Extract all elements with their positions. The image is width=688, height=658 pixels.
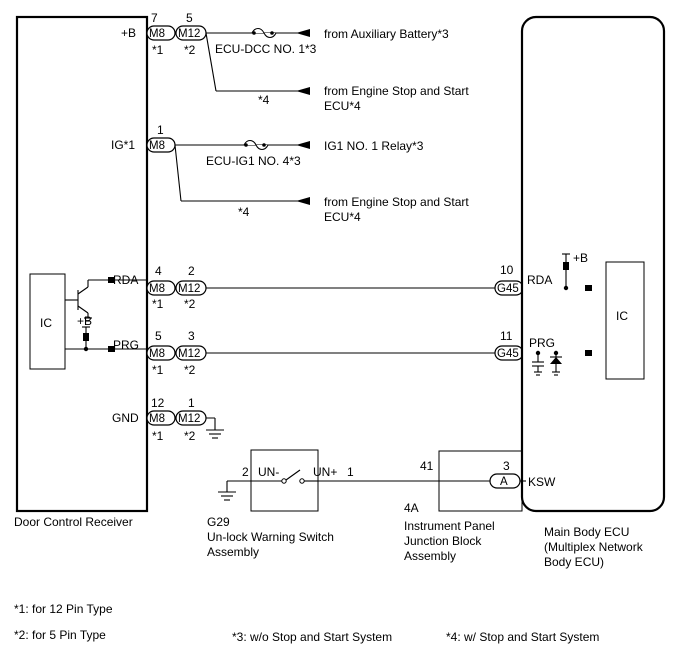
receiver-terminal-ig: IG*1 [111, 138, 135, 152]
conn-prg-m12: M12 [178, 348, 200, 360]
receiver-terminal-gnd: GND [112, 411, 139, 425]
pin-prg-m8: 5 [155, 329, 162, 343]
ecu-pin-prg: 11 [500, 329, 513, 343]
conn-rda-m12: M12 [178, 283, 200, 295]
door-control-receiver-box [15, 15, 149, 513]
ecu-ic-label: IC [616, 309, 628, 323]
pin-b-m12: 5 [186, 11, 193, 25]
junction-block-name1: Instrument Panel [404, 519, 495, 533]
receiver-terminal-prg: PRG [113, 338, 139, 352]
receiver-transistor [65, 279, 147, 322]
ecu-pin-rda: 10 [500, 263, 514, 277]
switch-code: G29 [207, 515, 230, 529]
note-prg-m8: *1 [152, 363, 164, 377]
junction-block-pin: 41 [420, 459, 434, 473]
source-engine1-line2: ECU*4 [324, 99, 361, 113]
pin-gnd-m12: 1 [188, 396, 195, 410]
switch-pin-minus: 2 [242, 465, 249, 479]
receiver-terminal-b: +B [121, 26, 136, 40]
ecu-terminal-prg: PRG [529, 336, 555, 350]
ecu-conn-rda: G45 [497, 283, 519, 295]
ecu-pin-ksw: 3 [503, 459, 510, 473]
rda-wire [146, 280, 605, 296]
pin-gnd-m8: 12 [151, 396, 165, 410]
conn-rda-m8: M8 [149, 283, 165, 295]
note-prg-m12: *2 [184, 363, 196, 377]
gnd-wire [146, 410, 224, 439]
ecu-name-line3: Body ECU) [544, 555, 604, 569]
ksw-wire [318, 473, 526, 489]
footnote-2: *2: for 5 Pin Type [14, 628, 106, 642]
fuse-ecu-ig1: ECU-IG1 NO. 4*3 [206, 154, 301, 168]
footnote-3: *3: w/o Stop and Start System [232, 630, 392, 644]
switch-contact [218, 469, 318, 501]
junction-block-name3: Assembly [404, 549, 456, 563]
receiver-prg-pullup [65, 326, 147, 352]
source-ig1-relay: IG1 NO. 1 Relay*3 [324, 139, 424, 153]
switch-term-plus: UN+ [313, 465, 337, 479]
note-b-m12: *2 [184, 43, 196, 57]
ecu-terminal-rda: RDA [527, 273, 552, 287]
ecu-name-line1: Main Body ECU [544, 525, 629, 539]
switch-pin-plus: 1 [347, 465, 354, 479]
conn-b-m12: M12 [178, 28, 200, 40]
pin-prg-m12: 3 [188, 329, 195, 343]
source-engine2-line1: from Engine Stop and Start [324, 195, 469, 209]
footnote-1: *1: for 12 Pin Type [14, 602, 113, 616]
receiver-ic-box [29, 273, 66, 370]
ecu-rda-pullup [562, 253, 592, 291]
junction-block-code: 4A [404, 501, 419, 515]
conn-prg-m8: M8 [149, 348, 165, 360]
ecu-conn-ksw: A [500, 476, 508, 488]
conn-gnd-m8: M8 [149, 413, 165, 425]
main-body-ecu-box [520, 15, 666, 513]
receiver-rda-resistor [108, 277, 115, 283]
source-aux-battery: from Auxiliary Battery*3 [324, 27, 449, 41]
note-engine2: *4 [238, 205, 250, 219]
ecu-name-line2: (Multiplex Network [544, 540, 644, 554]
switch-name1: Un-lock Warning Switch [207, 530, 334, 544]
source-engine2-line2: ECU*4 [324, 210, 361, 224]
footnote-4: *4: w/ Stop and Start System [446, 630, 599, 644]
ecu-internal-b: +B [573, 251, 588, 265]
pin-b-m8: 7 [151, 11, 158, 25]
source-engine1-line1: from Engine Stop and Start [324, 84, 469, 98]
note-rda-m8: *1 [152, 297, 164, 311]
junction-block-box [438, 450, 523, 512]
ecu-ic-box [605, 261, 645, 380]
pin-rda-m12: 2 [188, 264, 195, 278]
pin-rda-m8: 4 [155, 264, 162, 278]
note-engine1: *4 [258, 93, 270, 107]
ecu-terminal-ksw: KSW [528, 475, 556, 489]
receiver-ic-label: IC [40, 316, 52, 330]
ecu-prg-protection [532, 350, 592, 376]
conn-gnd-m12: M12 [178, 413, 200, 425]
fuse-ecu-dcc: ECU-DCC NO. 1*3 [215, 42, 317, 56]
ecu-conn-prg: G45 [497, 348, 519, 360]
conn-ig-m8: M8 [149, 140, 165, 152]
note-gnd-m12: *2 [184, 429, 196, 443]
switch-name2: Assembly [207, 545, 259, 559]
note-rda-m12: *2 [184, 297, 196, 311]
note-b-m8: *1 [152, 43, 164, 57]
junction-block-name2: Junction Block [404, 534, 482, 548]
conn-b-m8: M8 [149, 28, 165, 40]
receiver-prg-resistor [108, 346, 115, 352]
b-row [146, 25, 310, 95]
pin-ig-m8: 1 [157, 123, 164, 137]
switch-term-minus: UN- [258, 465, 279, 479]
note-gnd-m8: *1 [152, 429, 164, 443]
receiver-name: Door Control Receiver [14, 515, 133, 529]
ig-row [146, 137, 310, 205]
